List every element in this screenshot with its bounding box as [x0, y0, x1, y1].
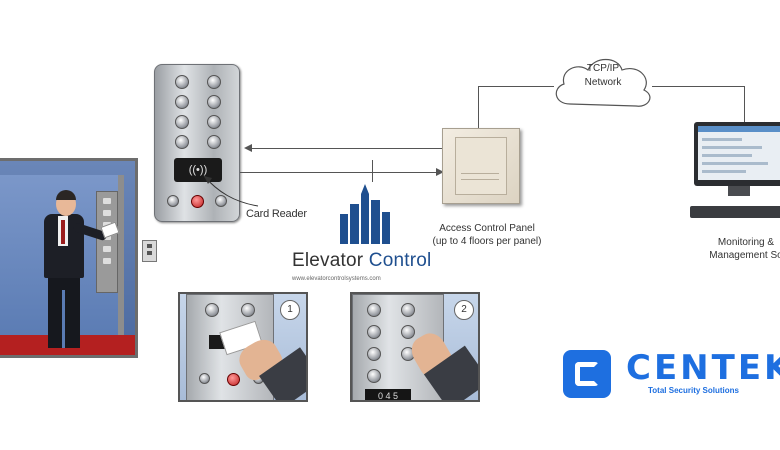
floor-button: [207, 95, 221, 109]
monitor-stand: [728, 186, 750, 196]
keyboard-icon: [690, 206, 780, 218]
screen-row: [702, 170, 746, 173]
monitor-screen: [698, 126, 780, 180]
network-line: [652, 86, 744, 87]
floor-button: [367, 347, 381, 361]
building-logo-icon: [340, 184, 390, 244]
centek-logo-icon: [563, 350, 611, 398]
door-open-button: [167, 195, 179, 207]
screen-row: [702, 162, 768, 165]
acp-label-line2: (up to 4 floors per panel): [432, 236, 542, 247]
centek-logo-mark: [575, 362, 599, 386]
person-tie: [61, 220, 65, 244]
floor-button: [207, 75, 221, 89]
monitoring-label-line2: Management So: [709, 250, 780, 261]
cloud-icon: [555, 58, 651, 107]
floor-button: [205, 303, 219, 317]
network-line: [744, 86, 745, 122]
elevator-control-title: Elevator Control: [292, 250, 431, 272]
step-badge: 1: [280, 300, 300, 320]
floor-button: [175, 135, 189, 149]
screen-row: [702, 146, 762, 149]
connection-line: [372, 160, 373, 182]
access-control-panel-cover: [455, 137, 507, 195]
floor-button: [401, 325, 415, 339]
cloud-label: TCP/IP Network: [568, 62, 638, 90]
floor-display: 0 4 5: [365, 389, 411, 400]
elevator-cab-panel: [96, 191, 118, 293]
brand-name: CENTEK: [626, 348, 780, 388]
connection-line: [240, 172, 436, 173]
floor-button: [241, 303, 255, 317]
screen-titlebar: [698, 126, 780, 132]
logo-word-elevator: Elevator: [292, 250, 364, 271]
cloud-label-line2: Network: [584, 77, 622, 88]
door-open-button: [199, 373, 210, 384]
access-control-panel-device: [442, 128, 520, 204]
brand-tagline: Total Security Solutions: [648, 386, 739, 395]
card-reader-pointer: [203, 175, 259, 207]
card-reader-icon: ((•)): [174, 158, 222, 182]
step-badge: 2: [454, 300, 474, 320]
monitoring-label-line1: Monitoring &: [717, 237, 775, 248]
monitor-icon: [694, 122, 780, 186]
floor-button: [367, 303, 381, 317]
logo-url: www.elevatorcontrolsystems.com: [292, 276, 381, 282]
panel-slot: [461, 179, 499, 180]
floor-button: [401, 303, 415, 317]
floor-button: [175, 115, 189, 129]
arrow-right-icon: [436, 168, 444, 176]
acp-label-line1: Access Control Panel: [439, 223, 535, 234]
floor-button: [207, 115, 221, 129]
network-line: [478, 86, 479, 128]
connection-line: [250, 148, 442, 149]
screen-row: [702, 154, 752, 157]
floor-button: [207, 135, 221, 149]
person-hair: [56, 190, 76, 200]
network-line: [478, 86, 554, 87]
floor-button: [367, 369, 381, 383]
access-control-panel-label: Access Control Panel (up to 4 floors per…: [402, 222, 572, 248]
card-reader-label: Card Reader: [246, 208, 307, 220]
inset-card-swipe: 1: [178, 292, 308, 402]
floor-button: [175, 75, 189, 89]
panel-slot: [461, 173, 499, 174]
inset-floor-select: 0 4 5 2: [350, 292, 480, 402]
elevator-call-button: [142, 240, 157, 262]
floor-button: [367, 325, 381, 339]
emergency-button: [227, 373, 240, 386]
floor-button: [175, 95, 189, 109]
logo-word-control: Control: [368, 250, 432, 271]
elevator-control-panel: [154, 64, 240, 222]
arrow-left-icon: [244, 144, 252, 152]
monitoring-label: Monitoring & Management So: [676, 236, 780, 262]
emergency-button: [191, 195, 204, 208]
door-close-button: [215, 195, 227, 207]
cloud-label-line1: TCP/IP: [586, 63, 620, 74]
person-leg-gap: [62, 290, 65, 348]
screen-row: [702, 138, 742, 141]
